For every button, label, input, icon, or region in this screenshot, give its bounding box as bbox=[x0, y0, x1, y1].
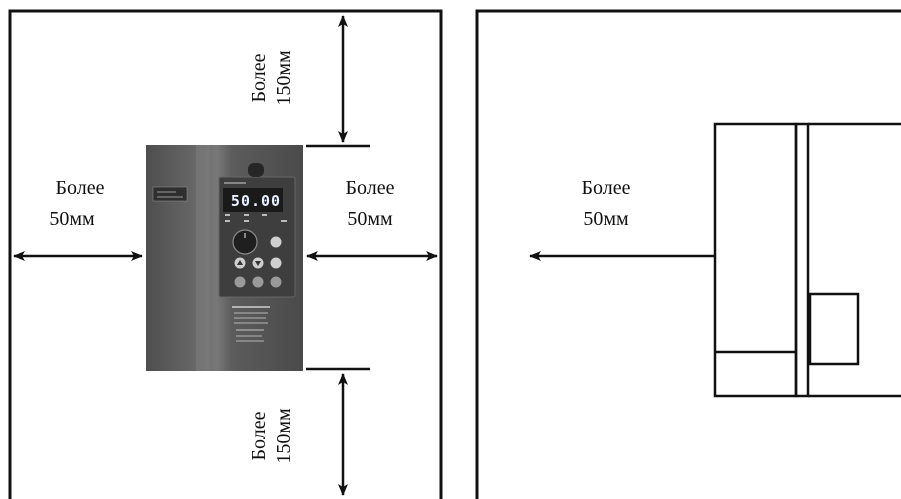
side-clearance-label-line2: 50мм bbox=[583, 208, 629, 230]
right-clearance-label-line2: 50мм bbox=[347, 208, 393, 230]
up-arrow-icon bbox=[237, 260, 243, 265]
nameplate bbox=[152, 186, 188, 202]
side-enclosure-frame bbox=[475, 9, 901, 499]
inverter-device: 50.00 bbox=[146, 145, 303, 371]
shift-button bbox=[270, 257, 282, 269]
device-rear-section bbox=[808, 122, 901, 398]
warning-label bbox=[232, 306, 270, 342]
top-clearance-label-line1: Более bbox=[248, 53, 270, 102]
prg-button bbox=[270, 236, 282, 248]
front-enclosure-frame bbox=[8, 9, 443, 499]
device-rear-box bbox=[808, 292, 860, 366]
enter-button bbox=[270, 276, 282, 288]
keypad-top-notch bbox=[248, 163, 264, 177]
left-clearance-label-line2: 50мм bbox=[49, 208, 95, 230]
bottom-clearance-label-line1: Более bbox=[248, 411, 270, 460]
top-clearance-label-line2: 150мм bbox=[273, 50, 295, 106]
stop-button bbox=[252, 276, 264, 288]
down-arrow-icon bbox=[255, 261, 261, 266]
led-display bbox=[223, 188, 283, 212]
run-button bbox=[234, 276, 246, 288]
right-clearance-label-line1: Более bbox=[346, 177, 395, 199]
side-clearance-label-line1: Более bbox=[582, 177, 631, 199]
indicator-labels bbox=[225, 214, 287, 222]
device-front-section bbox=[713, 122, 798, 398]
left-clearance-label-line1: Более bbox=[56, 177, 105, 199]
inverter-side-highlight bbox=[196, 145, 210, 371]
device-mounting-plate bbox=[794, 122, 810, 398]
device-side-outline bbox=[713, 122, 901, 398]
rotary-knob bbox=[232, 229, 258, 255]
led-display-value: 50.00 bbox=[231, 192, 281, 210]
front-view-panel: Более 150мм Более 150мм Более 50мм Более… bbox=[8, 9, 443, 499]
side-view-panel: Более 50мм bbox=[475, 9, 901, 499]
bottom-clearance-label-line2: 150мм bbox=[273, 408, 295, 464]
